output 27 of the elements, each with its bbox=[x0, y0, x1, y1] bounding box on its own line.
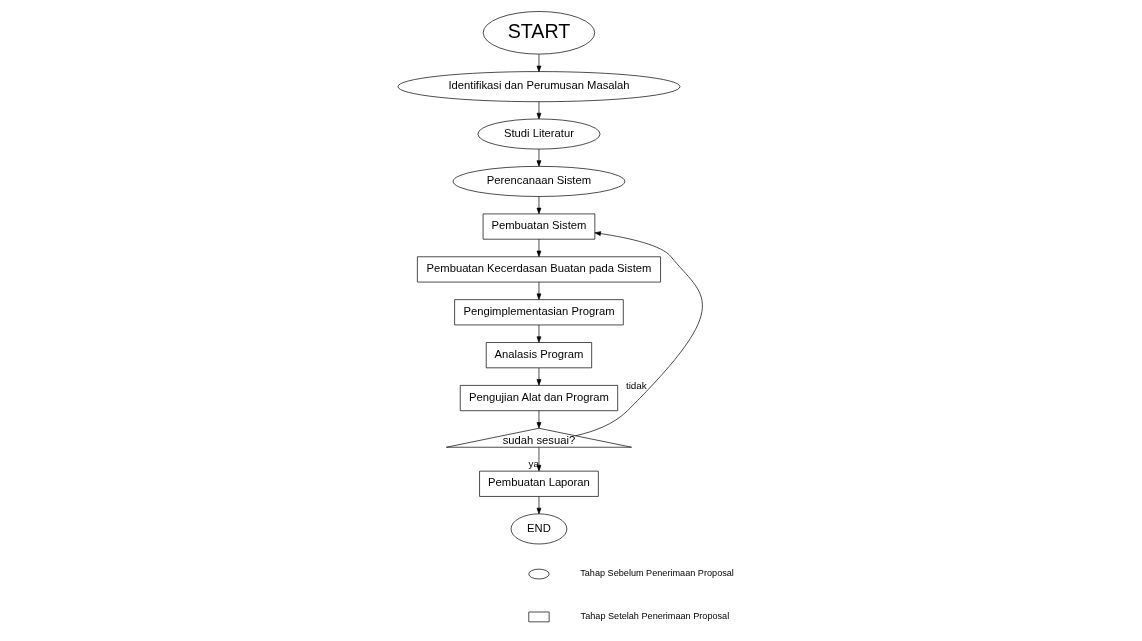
arrow bbox=[536, 447, 542, 472]
arrow bbox=[536, 148, 542, 167]
arrow bbox=[536, 101, 542, 120]
arrow bbox=[536, 496, 542, 515]
legend-label: Tahap Sebelum Penerimaan Proposal bbox=[580, 568, 734, 579]
node-ellipse: Studi Literatur bbox=[477, 118, 601, 150]
node-ellipse: START bbox=[482, 11, 596, 55]
node-ellipse: Perencanaan Sistem bbox=[452, 166, 626, 197]
arrow bbox=[536, 410, 542, 429]
arrow bbox=[536, 53, 542, 72]
node-ellipse: END bbox=[510, 513, 568, 545]
arrow bbox=[575, 231, 703, 437]
arrow bbox=[536, 324, 542, 343]
arrow bbox=[536, 367, 542, 386]
edge-label: ya bbox=[528, 458, 539, 470]
node-box: Pembuatan Sistem bbox=[482, 213, 596, 240]
arrow bbox=[536, 238, 542, 257]
edge-label: tidak bbox=[625, 379, 647, 391]
node-ellipse: Identifikasi dan Perumusan Masalah bbox=[397, 71, 681, 103]
legend-label: Tahap Setelah Penerimaan Proposal bbox=[580, 611, 730, 622]
arrow bbox=[536, 196, 542, 215]
node-box: Pembuatan Laporan bbox=[479, 470, 599, 497]
node-box: Pembuatan Kecerdasan Buatan pada Sistem bbox=[417, 256, 661, 283]
node-box: Analasis Program bbox=[485, 342, 592, 369]
arrow bbox=[536, 281, 542, 300]
node-box: Pengujian Alat dan Program bbox=[459, 385, 619, 412]
node-box: Pengimplementasian Program bbox=[454, 299, 624, 326]
